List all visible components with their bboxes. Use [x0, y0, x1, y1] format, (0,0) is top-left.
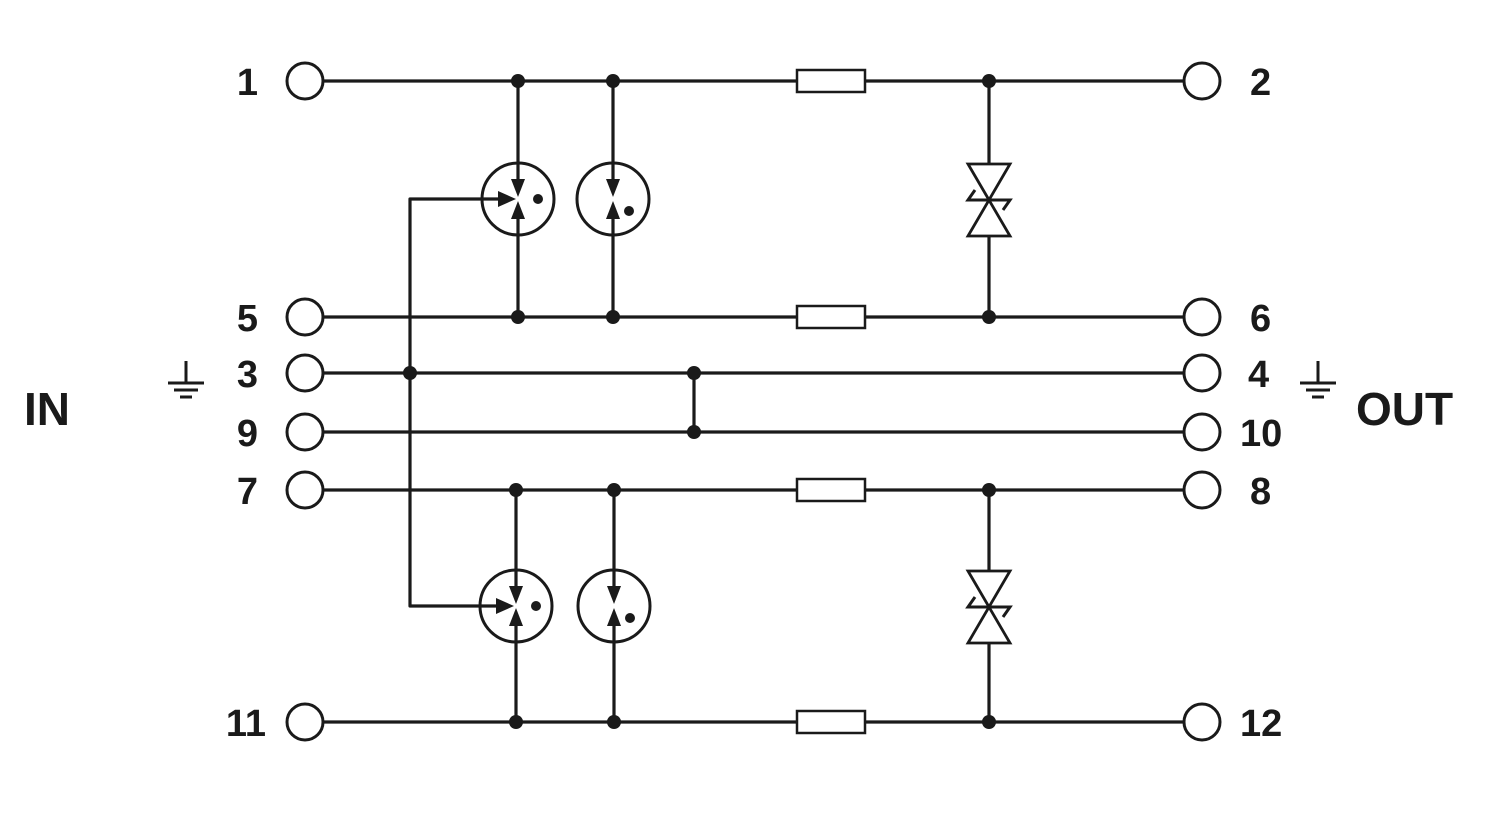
pin-label-8: 8: [1250, 471, 1271, 513]
terminal-6: [1182, 297, 1222, 337]
gas-discharge-tube-icon: [478, 568, 554, 644]
pin-label-4: 4: [1248, 354, 1269, 396]
pin-labels-left: 1 5 3 9 7 11: [226, 62, 266, 745]
channel-upper: [321, 68, 1186, 330]
pin-label-12: 12: [1240, 703, 1282, 745]
gas-discharge-tube-icon: [576, 568, 652, 644]
junction-dot: [982, 310, 996, 324]
bidirectional-tvs-diode-icon: [966, 569, 1012, 645]
terminal-2: [1182, 61, 1222, 101]
resistor-icon: [795, 477, 867, 503]
gas-discharge-tube-icon: [480, 161, 556, 237]
junction-dot: [403, 366, 417, 380]
pin-label-7: 7: [237, 471, 258, 513]
terminal-10: [1182, 412, 1222, 452]
pin-label-2: 2: [1250, 62, 1271, 104]
pin-labels-right: 2 6 4 10 8 12: [1240, 62, 1282, 745]
ground-symbol-icon: [1298, 359, 1338, 399]
junction-dot: [606, 310, 620, 324]
terminal-3: [285, 353, 325, 393]
junction-dot: [687, 366, 701, 380]
resistor-icon: [795, 709, 867, 735]
wire-ground-to-gdt: [408, 197, 484, 608]
junction-dot: [982, 74, 996, 88]
pin-label-3: 3: [237, 354, 258, 396]
junction-dot: [687, 425, 701, 439]
terminal-1: [285, 61, 325, 101]
pin-label-10: 10: [1240, 413, 1282, 455]
junction-dot: [509, 483, 523, 497]
input-side-label: IN: [24, 383, 70, 435]
junction-dot: [509, 715, 523, 729]
resistor-icon: [795, 68, 867, 94]
terminal-12: [1182, 702, 1222, 742]
terminal-8: [1182, 470, 1222, 510]
ground-symbol-icon: [166, 359, 206, 399]
junction-dot: [607, 483, 621, 497]
terminal-9: [285, 412, 325, 452]
junction-dot: [606, 74, 620, 88]
gas-discharge-tube-icon: [575, 161, 651, 237]
junction-dot: [511, 310, 525, 324]
bidirectional-tvs-diode-icon: [966, 162, 1012, 238]
junction-dot: [982, 715, 996, 729]
pin-label-11: 11: [226, 703, 266, 745]
terminal-5: [285, 297, 325, 337]
input-terminals: [285, 61, 325, 742]
ground-rails: [321, 197, 1186, 608]
resistor-icon: [795, 304, 867, 330]
channel-lower: [321, 477, 1186, 735]
pin-label-5: 5: [237, 298, 258, 340]
junction-dot: [607, 715, 621, 729]
pin-label-6: 6: [1250, 298, 1271, 340]
terminal-4: [1182, 353, 1222, 393]
output-side-label: OUT: [1356, 383, 1453, 435]
output-terminals: [1182, 61, 1222, 742]
junction-dot: [982, 483, 996, 497]
terminal-7: [285, 470, 325, 510]
terminal-11: [285, 702, 325, 742]
junction-dot: [511, 74, 525, 88]
pin-label-1: 1: [237, 62, 258, 104]
pin-label-9: 9: [237, 413, 258, 455]
